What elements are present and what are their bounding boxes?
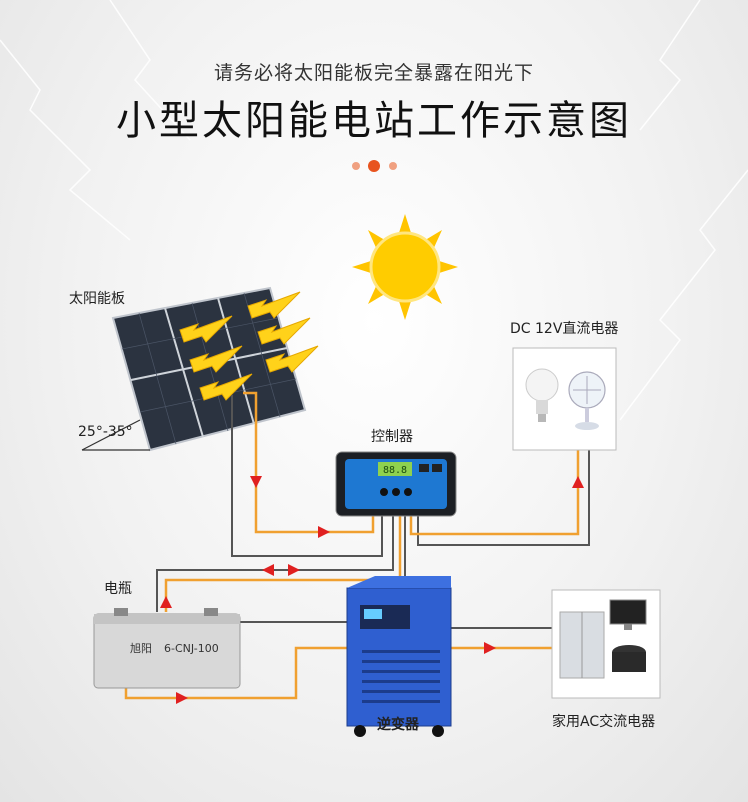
label-ac-load: 家用AC交流电器 <box>552 714 656 730</box>
title-dot-right <box>389 162 397 170</box>
flow-arrows <box>160 476 584 704</box>
label-dc-load: DC 12V直流电器 <box>510 321 619 337</box>
inverter-device <box>346 576 452 737</box>
sunlight-arrows <box>179 291 319 401</box>
fan-icon <box>568 371 606 430</box>
light-bulb-icon <box>525 368 559 422</box>
sun-icon <box>352 214 458 320</box>
label-inverter: 逆变器 <box>377 717 419 733</box>
label-controller: 控制器 <box>371 429 413 445</box>
rice-cooker-icon <box>612 645 646 672</box>
title-dot-center <box>368 160 380 172</box>
monitor-icon <box>609 599 647 630</box>
refrigerator-icon <box>559 611 605 679</box>
label-angle: 25°-35° <box>78 424 133 440</box>
controller-device <box>335 451 457 517</box>
label-battery: 电瓶 <box>104 581 132 597</box>
label-solar-panel: 太阳能板 <box>69 291 125 307</box>
page-title: 小型太阳能电站工作示意图 <box>116 98 632 144</box>
dc-load-box <box>512 347 617 451</box>
title-dot-left <box>352 162 360 170</box>
battery-brand: 旭阳 <box>130 641 152 655</box>
battery-device <box>93 608 241 689</box>
controller-display-value: 88.8 <box>383 465 407 476</box>
lightning-decoration <box>0 0 748 420</box>
battery-model: 6-CNJ-100 <box>164 642 219 655</box>
grey-wires <box>156 395 590 629</box>
subtitle: 请务必将太阳能板完全暴露在阳光下 <box>213 62 534 84</box>
angle-marker <box>81 419 150 451</box>
ac-load-box <box>551 589 661 699</box>
